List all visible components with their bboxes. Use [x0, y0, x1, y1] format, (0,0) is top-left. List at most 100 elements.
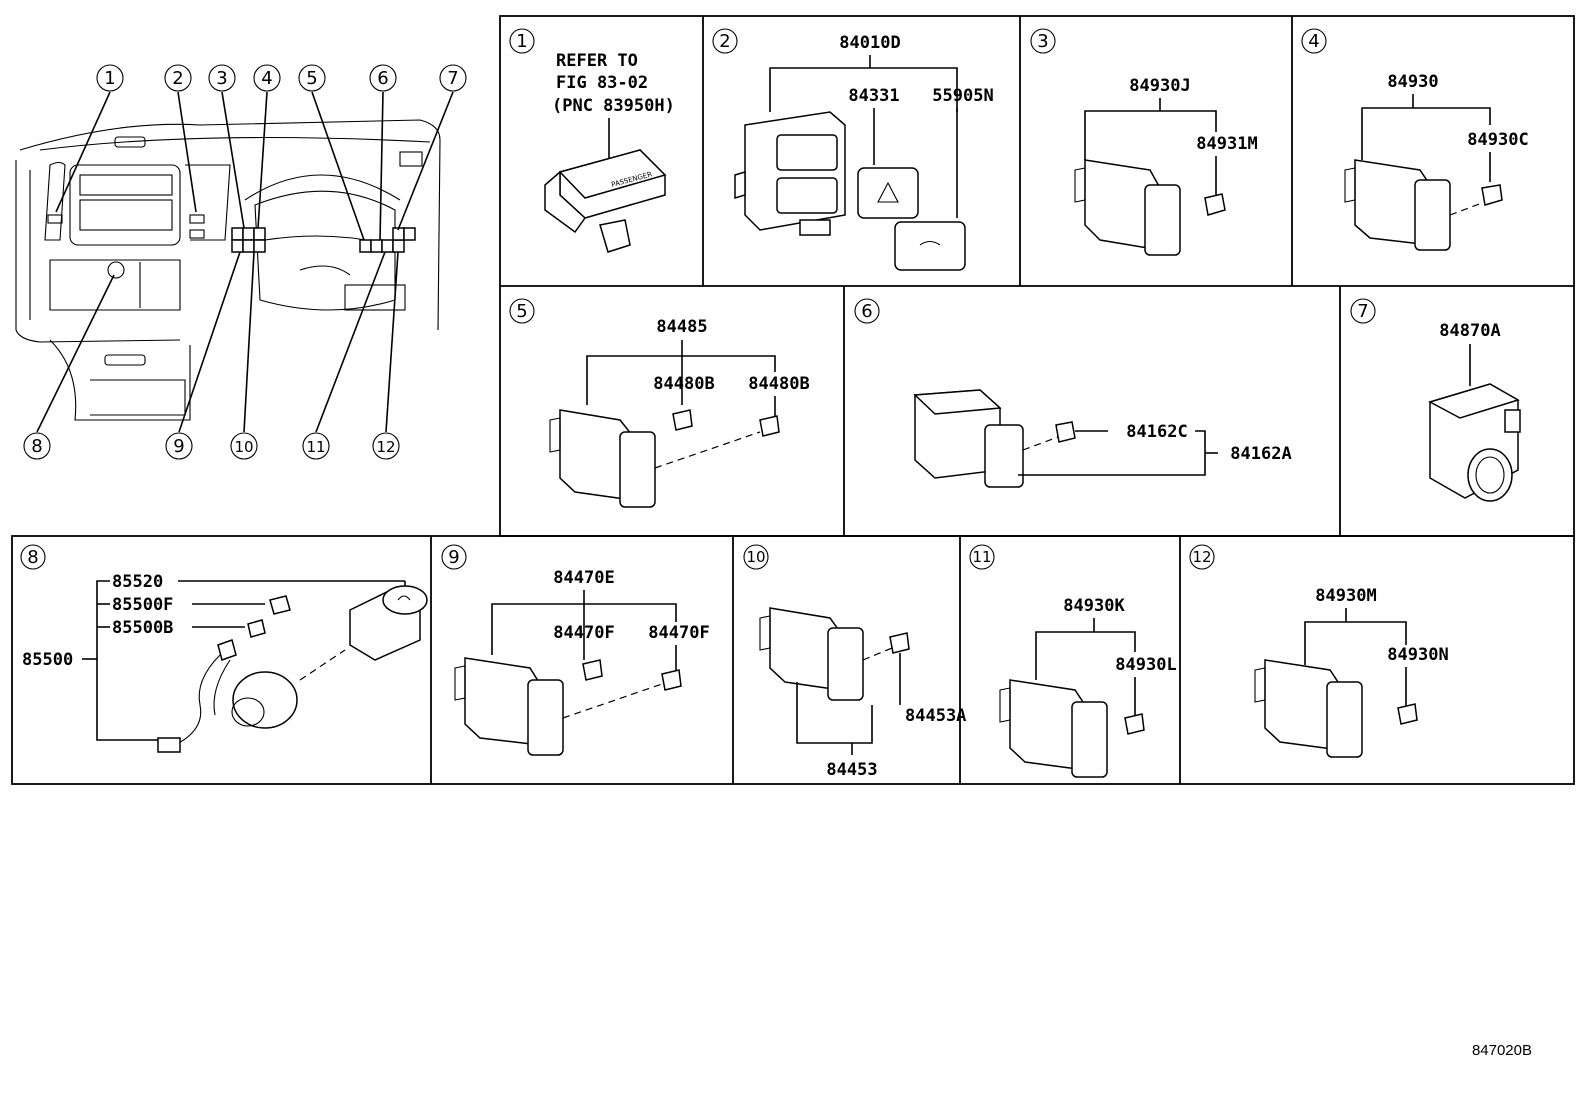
- panel-grid: [11, 15, 1575, 785]
- overview-callout-11-text: 11: [306, 438, 325, 456]
- bulb-84480B-2-icon: [759, 415, 780, 437]
- panel-9-label-84470F-2: 84470F: [648, 623, 709, 643]
- bulb-84930N-icon: [1397, 703, 1418, 725]
- panel-6-label-84162A: 84162A: [1230, 444, 1291, 464]
- panel-1-label-fig: FIG 83-02: [556, 73, 648, 93]
- panel-6-label-84162C: 84162C: [1126, 422, 1187, 442]
- overview-callout-6: 6: [369, 64, 397, 92]
- overview-callout-8: 8: [23, 432, 51, 460]
- overview-callout-10: 10: [230, 432, 258, 460]
- panel-12-number: 12: [1192, 548, 1211, 566]
- panel-4-label-84930: 84930: [1387, 72, 1438, 92]
- panel-11-number: 11: [972, 548, 991, 566]
- panel-3-label-84930J: 84930J: [1129, 76, 1190, 96]
- bulb-84930L-icon: [1124, 713, 1145, 735]
- mirror-switch-84870A-icon: [1428, 383, 1521, 502]
- overview-callout-4: 4: [253, 64, 281, 92]
- dashboard-overview: [15, 91, 454, 433]
- panel-3: 3 84930J 84931M: [1030, 28, 1258, 256]
- overview-callout-3-text: 3: [216, 68, 227, 89]
- panel-10-label-84453A: 84453A: [905, 706, 966, 726]
- panel-6: 6 84162C 84162A: [854, 298, 1292, 488]
- panel-5-label-84480B-2: 84480B: [748, 374, 809, 394]
- switch-84930-icon: [1344, 159, 1451, 251]
- lighter-socket-icon: [157, 639, 298, 753]
- panel-4: 4 84930 84930C: [1301, 28, 1529, 251]
- panel-8-label-85500F: 85500F: [112, 595, 173, 615]
- panel-8: 8 85520 85500F 85500B 85500: [20, 544, 428, 753]
- panel-8-label-85500B: 85500B: [112, 618, 173, 638]
- panel-9-label-84470E: 84470E: [553, 568, 614, 588]
- overview-callout-5-text: 5: [306, 68, 317, 89]
- panel-7: 7 84870A: [1350, 298, 1521, 502]
- panel-10-label-84453: 84453: [826, 760, 877, 780]
- overview-callouts: 1 2 3 4 5 6 7 8 9 10 11 12: [23, 64, 467, 460]
- overview-callout-4-text: 4: [261, 68, 272, 89]
- overview-callout-12-text: 12: [376, 438, 395, 456]
- bulb-85500B-icon: [247, 619, 266, 638]
- overview-callout-5: 5: [298, 64, 326, 92]
- panel-9: 9 84470E 84470F 84470F: [441, 544, 710, 756]
- panel-3-label-84931M: 84931M: [1196, 134, 1257, 154]
- panel-1-label-pnc: (PNC 83950H): [552, 96, 675, 116]
- bulb-84931M-icon: [1204, 193, 1226, 216]
- bulb-84470F-1-icon: [582, 659, 603, 681]
- switch-84930M-icon: [1254, 659, 1363, 758]
- panel-6-number: 6: [861, 301, 872, 322]
- panel-8-label-85500: 85500: [22, 650, 73, 670]
- overview-callout-3: 3: [208, 64, 236, 92]
- overview-callout-1-text: 1: [104, 68, 115, 89]
- panel-8-label-85520: 85520: [112, 572, 163, 592]
- bulb-84930C-icon: [1481, 184, 1503, 206]
- seat-heater-switch-icon: [759, 607, 864, 701]
- bulb-84162C-icon: [1055, 421, 1076, 443]
- overview-callout-2: 2: [164, 64, 192, 92]
- dual-switch-housing-icon: [734, 111, 846, 236]
- panel-11: 11 84930K 84930L: [969, 544, 1177, 778]
- panel-12-label-84930N: 84930N: [1387, 645, 1448, 665]
- panel-3-number: 3: [1037, 31, 1048, 52]
- bulb-84470F-2-icon: [661, 669, 682, 691]
- drawing-code: 847020B: [1471, 1042, 1532, 1059]
- bulb-85500F-icon: [269, 595, 291, 615]
- panel-12-label-84930M: 84930M: [1315, 586, 1376, 606]
- panel-1-number: 1: [516, 31, 527, 52]
- overview-callout-7: 7: [439, 64, 467, 92]
- fog-lamp-switch-icon: [913, 389, 1024, 488]
- cigarette-lighter-icon: [349, 585, 428, 661]
- bulb-84453A-icon: [889, 632, 910, 654]
- overview-callout-2-text: 2: [172, 68, 183, 89]
- passenger-airbag-switch-icon: PASSENGER: [544, 149, 667, 253]
- switch-cover-icon: [894, 221, 966, 271]
- panel-1-label-refer: REFER TO: [556, 51, 638, 71]
- panel-5-label-84480B-1: 84480B: [653, 374, 714, 394]
- panel-11-label-84930K: 84930K: [1063, 596, 1125, 616]
- panel-5-label-84485: 84485: [656, 317, 707, 337]
- switch-84930J-icon: [1074, 159, 1181, 256]
- overview-callout-11: 11: [302, 432, 330, 460]
- overview-callout-8-text: 8: [31, 436, 42, 457]
- panel-7-label-84870A: 84870A: [1439, 321, 1500, 341]
- hazard-switch-icon: [857, 167, 919, 219]
- panel-2-label-84331: 84331: [848, 86, 899, 106]
- panel-7-number: 7: [1357, 301, 1368, 322]
- overview-callout-6-text: 6: [377, 68, 388, 89]
- panel-10: 10 84453A 84453: [743, 544, 966, 780]
- panel-5-number: 5: [516, 301, 527, 322]
- switch-84485-icon: [549, 409, 656, 508]
- panel-1: 1 REFER TO FIG 83-02 (PNC 83950H) PASSEN…: [509, 28, 675, 253]
- panel-8-number: 8: [27, 547, 38, 568]
- overview-callout-7-text: 7: [447, 68, 458, 89]
- panel-9-label-84470F-1: 84470F: [553, 623, 614, 643]
- panel-12: 12 84930M 84930N: [1189, 544, 1449, 758]
- overview-callout-1: 1: [96, 64, 124, 92]
- panel-2-number: 2: [719, 31, 730, 52]
- panel-4-number: 4: [1308, 31, 1319, 52]
- bulb-84480B-1-icon: [672, 409, 693, 431]
- overview-callout-9-text: 9: [173, 436, 184, 457]
- panel-11-label-84930L: 84930L: [1115, 655, 1176, 675]
- panel-10-number: 10: [746, 548, 765, 566]
- panel-4-label-84930C: 84930C: [1467, 130, 1528, 150]
- switch-84930K-icon: [999, 679, 1108, 778]
